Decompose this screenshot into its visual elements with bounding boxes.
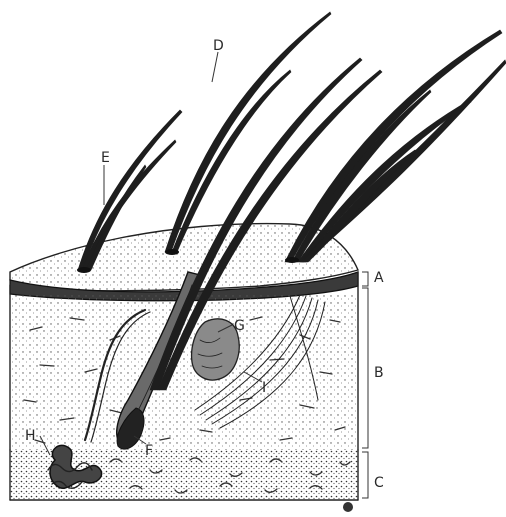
- label-B: B: [374, 365, 384, 381]
- layer-bracket: [362, 272, 368, 498]
- label-F: F: [145, 443, 153, 459]
- label-C: C: [374, 475, 384, 491]
- label-D: D: [213, 38, 224, 54]
- label-A: A: [374, 270, 384, 286]
- label-G: G: [234, 318, 245, 334]
- corner-mark: [343, 502, 353, 512]
- sebaceous-gland: [192, 319, 240, 380]
- label-H: H: [25, 428, 36, 444]
- label-I: I: [262, 380, 266, 396]
- label-E: E: [101, 150, 110, 166]
